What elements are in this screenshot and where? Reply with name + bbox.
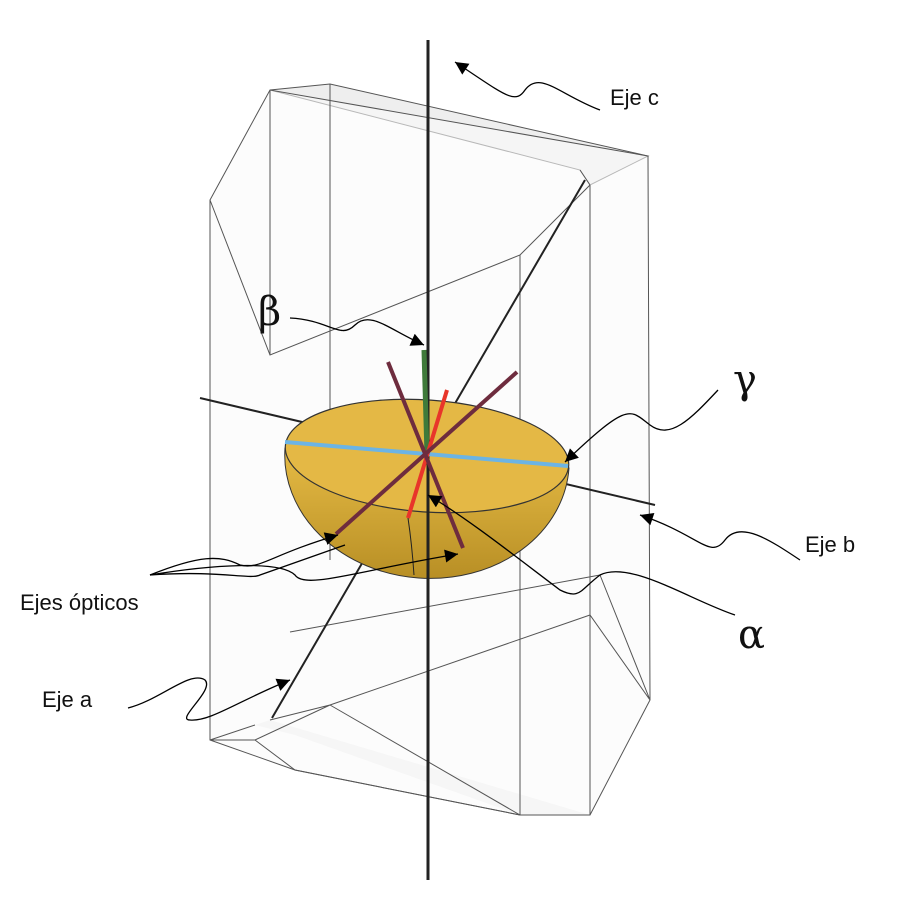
optic-axes-leader-3 (149, 544, 346, 578)
beta-label: β (258, 289, 281, 335)
axis-a-arrow (127, 677, 291, 721)
axis-a-label: Eje a (42, 687, 93, 712)
optic-axes-arrow-2 (149, 549, 459, 581)
axis-c-arrow (454, 61, 601, 111)
gamma-label: γ (733, 357, 757, 403)
optic-axes-label: Ejes ópticos (20, 590, 139, 615)
beta-arrow (289, 317, 425, 346)
alpha-label: α (738, 612, 765, 658)
gamma-arrow (564, 389, 719, 463)
axis-b-arrow (639, 512, 801, 561)
alpha-arrow (427, 494, 736, 616)
leader-arrows (127, 61, 801, 721)
axis-b-label: Eje b (805, 532, 855, 557)
optic-axis-2 (334, 370, 519, 536)
axis-c-label: Eje c (610, 85, 659, 110)
beta-axis (421, 349, 430, 456)
